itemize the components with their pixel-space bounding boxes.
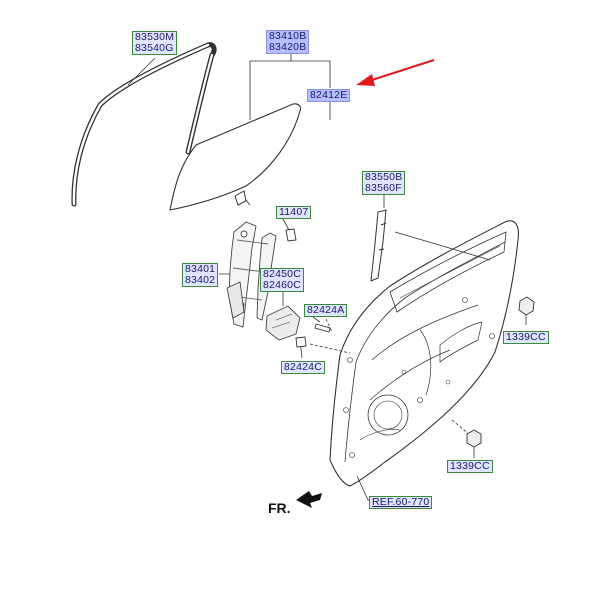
front-direction-label: FR.	[268, 500, 291, 516]
label-regulator-motor[interactable]: 82450C 82460C	[260, 268, 304, 292]
highlight-arrow	[356, 59, 435, 86]
label-line: 83420B	[269, 41, 307, 53]
label-line: 82460C	[263, 279, 301, 291]
label-rear-channel[interactable]: 83550B 83560F	[362, 171, 406, 195]
label-line: 83402	[185, 274, 216, 286]
leader-lines	[127, 53, 527, 501]
label-clip-1339cc-lower[interactable]: 1339CC	[447, 460, 493, 473]
door-weatherstrip	[71, 42, 217, 207]
label-clip-1339cc-upper[interactable]: 1339CC	[503, 331, 549, 344]
door-glass	[169, 103, 302, 211]
regulator-motor	[265, 305, 301, 341]
label-line: 83560F	[365, 182, 402, 194]
label-bolt-11407[interactable]: 11407	[276, 206, 312, 219]
label-regulator[interactable]: 83401 83402	[182, 263, 219, 287]
label-reference-60-770[interactable]: REF.60-770	[369, 496, 433, 509]
label-line: 82450C	[263, 268, 301, 280]
label-screw-82424c[interactable]: 82424C	[281, 361, 325, 374]
rear-channel	[370, 209, 387, 282]
label-line: 83401	[185, 263, 216, 275]
label-line: 83540G	[135, 42, 174, 54]
label-door-glass[interactable]: 83410B 83420B	[266, 30, 310, 54]
label-line: 83530M	[135, 31, 175, 43]
label-line: 83550B	[365, 171, 403, 183]
door-inner-panel	[329, 220, 519, 487]
label-screw-82424a[interactable]: 82424A	[304, 304, 348, 317]
front-direction-arrow	[296, 491, 322, 508]
label-weatherstrip[interactable]: 83530M 83540G	[132, 31, 178, 55]
label-line: 83410B	[269, 30, 307, 42]
fasteners	[285, 228, 535, 448]
label-glass-run[interactable]: 82412E	[307, 89, 351, 102]
